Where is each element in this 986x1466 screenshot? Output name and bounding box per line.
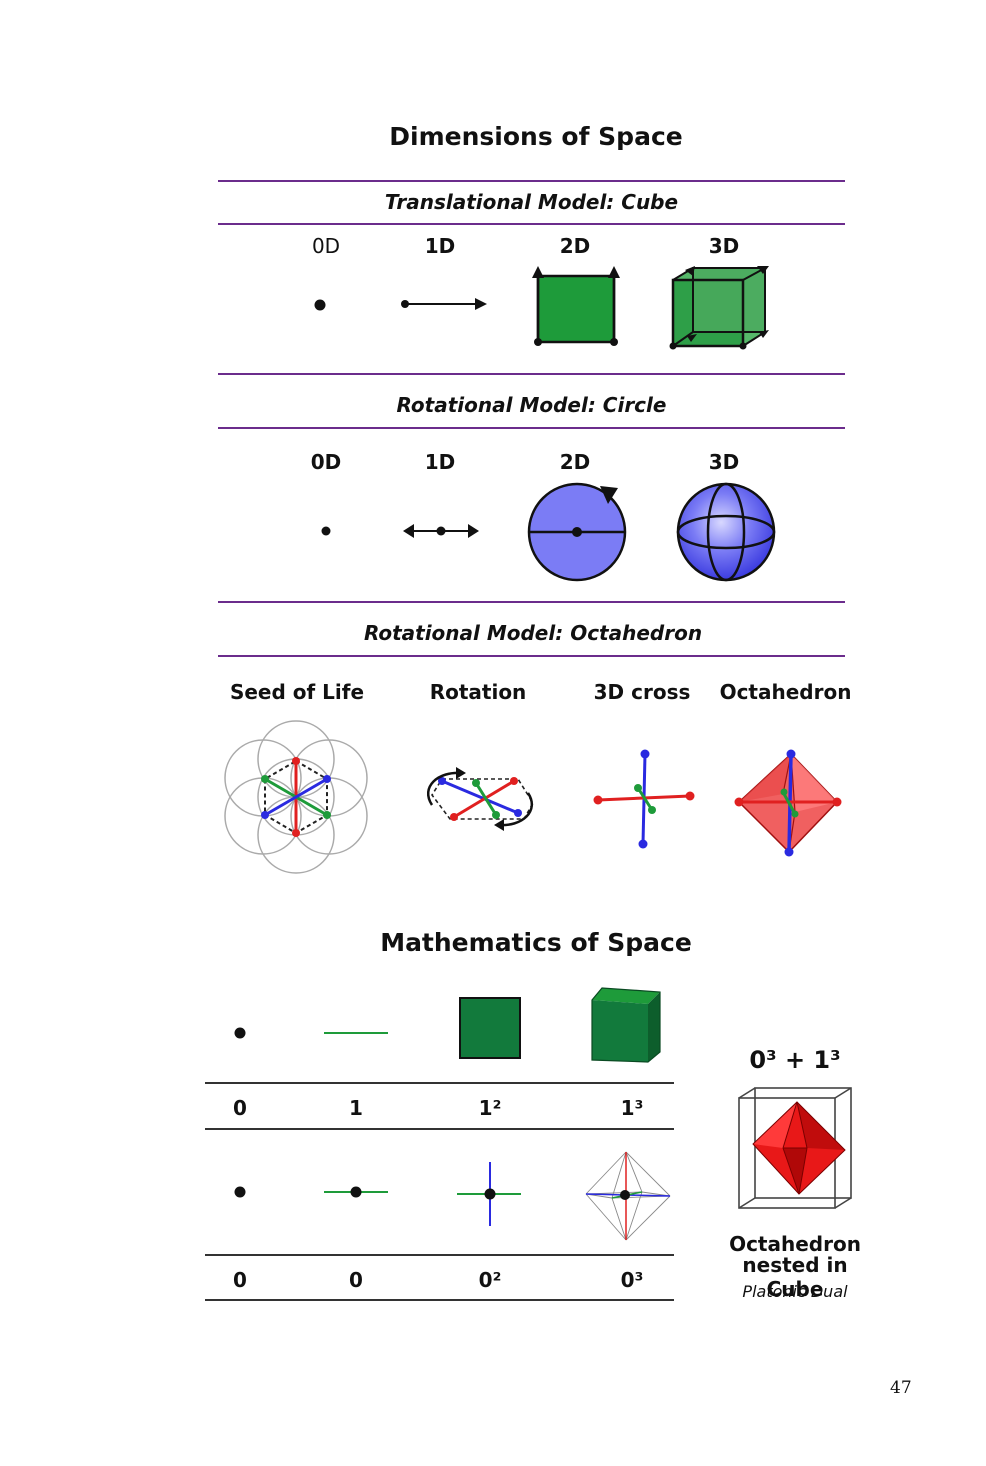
caption-line1: Octahedron [729,1232,861,1256]
divider [218,223,845,225]
circle-label-0d: 0D [310,450,342,474]
caption-line2: nested in Cube [742,1253,848,1301]
caption-sub: Platonic Dual [742,1282,848,1301]
section-heading-cube: Translational Model: Cube [384,190,679,214]
label-seed-of-life: Seed of Life [229,680,365,704]
octahedron-icon [734,749,842,857]
label-rotation: Rotation [429,680,527,704]
section-heading-octahedron: Rotational Model: Octahedron [363,621,703,645]
cross-point-icon [457,1162,521,1226]
math-row2-c: 0² [478,1268,502,1292]
sphere-icon [676,482,776,582]
3d-cross-icon [593,749,695,849]
point-icon [321,526,331,536]
formula: 0³ + 1³ [749,1046,841,1074]
cube-label-2d: 2D [559,234,591,258]
divider [205,1254,674,1256]
line-icon [324,1032,388,1034]
page-number: 47 [890,1378,912,1398]
page-title: Dimensions of Space [389,122,683,151]
square-icon [459,997,521,1059]
math-row1-c: 1² [478,1096,502,1120]
math-row2-a: 0 [233,1268,247,1292]
seed-of-life-icon [224,720,368,874]
octahedron-wire-icon [585,1151,671,1241]
math-row1-b: 1 [349,1096,363,1120]
divider [205,1082,674,1084]
double-arrow-icon [403,524,479,538]
divider [218,373,845,375]
label-3d-cross: 3D cross [593,680,691,704]
math-title: Mathematics of Space [380,928,692,957]
rotation-icon [426,767,534,831]
point-icon [314,299,326,311]
divider [218,655,845,657]
divider [218,601,845,603]
line-arrow-icon [401,298,487,310]
point-icon [234,1186,246,1198]
circle-label-2d: 2D [559,450,591,474]
divider [218,427,845,429]
line-point-icon [324,1186,388,1198]
math-row1-a: 0 [233,1096,247,1120]
section-heading-circle: Rotational Model: Circle [396,393,667,417]
cube-label-0d: 0D [311,234,341,258]
cube-label-1d: 1D [424,234,456,258]
cube-icon [669,266,769,350]
math-row2-d: 0³ [620,1268,644,1292]
octahedron-in-cube-icon [738,1087,852,1209]
point-icon [234,1027,246,1039]
circle-label-1d: 1D [424,450,456,474]
label-octahedron: Octahedron [719,680,852,704]
math-row2-b: 0 [349,1268,363,1292]
divider [205,1299,674,1301]
math-row1-d: 1³ [620,1096,644,1120]
circle-icon [527,482,627,582]
circle-label-3d: 3D [708,450,740,474]
cube-icon [591,987,661,1063]
divider [218,180,845,182]
divider [205,1128,674,1130]
square-icon [532,266,620,346]
cube-label-3d: 3D [708,234,740,258]
